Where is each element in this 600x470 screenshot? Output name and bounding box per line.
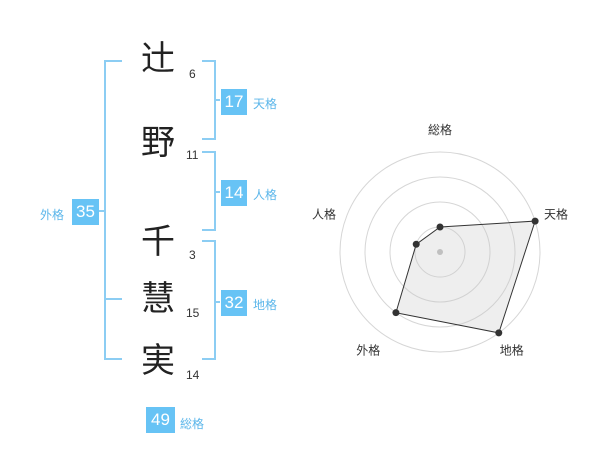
radar-axis-label-4: 人格 <box>312 206 336 221</box>
radar-point-3 <box>392 309 400 317</box>
tenkaku-label: 天格 <box>253 97 278 111</box>
soukaku-value-badge: 49 <box>146 407 175 433</box>
jinkaku-bracket <box>202 151 216 231</box>
name-char-4: 慧 <box>141 279 175 319</box>
gaikaku-connector <box>96 210 104 212</box>
radar-point-0 <box>436 223 444 231</box>
name-char-5: 実 <box>141 341 175 381</box>
chikaku-bracket <box>202 240 216 360</box>
gaikaku-value-badge: 35 <box>72 199 99 225</box>
radar-axis-label-3: 外格 <box>356 343 380 358</box>
tenkaku-connector <box>216 99 220 101</box>
radar-axis-label-0: 総格 <box>428 122 452 137</box>
stroke-count-1: 6 <box>189 67 196 81</box>
jinkaku-value-badge: 14 <box>221 180 247 206</box>
radar-point-4 <box>412 240 420 248</box>
gaikaku-label: 外格 <box>40 208 65 222</box>
gaikaku-bracket <box>104 60 122 360</box>
jinkaku-label: 人格 <box>253 188 278 202</box>
radar-point-2 <box>495 329 503 337</box>
tenkaku-bracket <box>202 60 216 140</box>
tenkaku-value-badge: 17 <box>221 89 247 115</box>
name-char-1: 辻 <box>141 39 175 79</box>
radar-series-polygon <box>395 220 536 334</box>
gaikaku-divider <box>104 298 122 300</box>
radar-axis-label-2: 地格 <box>500 343 524 358</box>
chikaku-value-badge: 32 <box>221 290 247 316</box>
radar-point-1 <box>531 217 539 225</box>
chikaku-label: 地格 <box>253 298 278 312</box>
chikaku-connector <box>216 301 220 303</box>
radar-axis-label-1: 天格 <box>544 206 568 221</box>
stroke-count-2: 11 <box>186 148 199 162</box>
soukaku-label: 総格 <box>180 417 205 431</box>
name-char-2: 野 <box>141 123 175 163</box>
radar-ring-3 <box>364 176 516 328</box>
stroke-count-4: 15 <box>186 306 200 320</box>
jinkaku-connector <box>216 191 220 193</box>
radar-center <box>437 249 443 255</box>
stroke-count-5: 14 <box>186 368 200 382</box>
radar-ring-2 <box>389 201 491 303</box>
name-char-3: 千 <box>141 222 175 262</box>
stroke-count-3: 3 <box>189 248 196 262</box>
